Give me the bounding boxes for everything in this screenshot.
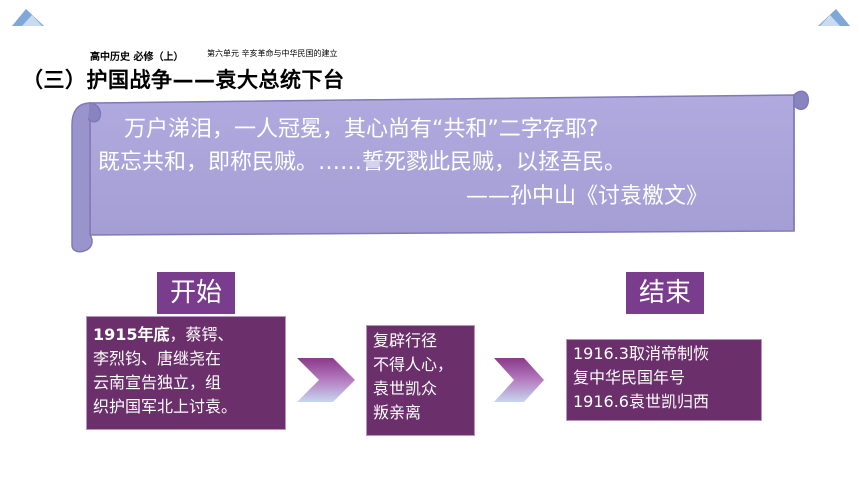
event-box-start: 1915年底，蔡锷、 李烈钧、唐继尧在 云南宣告独立，组 织护国军北上讨袁。: [86, 316, 286, 430]
quote-attribution: ——孙中山《讨袁檄文》: [466, 184, 709, 209]
event-box-end: 1916.3取消帝制恢 复中华民国年号 1916.6袁世凯归西: [566, 339, 762, 421]
event-middle-line-1: 复辟行径: [373, 331, 438, 350]
end-label: 结束: [626, 272, 704, 314]
event-start-line-4: 织护国军北上讨袁。: [93, 397, 238, 416]
quote-line-2: 既忘共和，即称民贼。……誓死戮此民贼，以拯吾民。: [98, 150, 627, 175]
event-end-line-2: 复中华民国年号: [573, 368, 686, 387]
scroll-banner: [71, 90, 810, 253]
event-middle-line-4: 叛亲离: [373, 403, 422, 422]
event-middle-line-3: 袁世凯众: [373, 379, 438, 398]
event-box-middle: 复辟行径 不得人心， 袁世凯众 叛亲离: [366, 325, 475, 436]
event-end-line-1: 1916.3取消帝制恢: [573, 344, 709, 363]
chevron-right-icon: [494, 358, 544, 402]
corner-triangle-icon: [12, 9, 44, 26]
event-middle-line-2: 不得人心，: [373, 355, 454, 374]
event-start-line-1: 1915年底，蔡锷、: [93, 323, 285, 347]
event-start-date: 1915年底: [93, 325, 170, 344]
corner-triangle-icon: [818, 9, 850, 26]
quote-line-1: 万户涕泪，一人冠冕，其心尚有“共和”二字存耶?: [124, 117, 599, 142]
event-end-line-3: 1916.6袁世凯归西: [573, 392, 709, 411]
event-start-line-2: 李烈钧、唐继尧在: [93, 349, 222, 368]
chevron-right-icon: [297, 358, 355, 402]
event-start-line-1-text: ，蔡锷、: [169, 325, 234, 344]
start-label: 开始: [157, 272, 235, 314]
course-header: 高中历史 必修（上）: [90, 52, 184, 63]
section-title: （三）护国战争——袁大总统下台: [22, 68, 345, 92]
unit-header: 第六单元 辛亥革命与中华民国的建立: [207, 49, 338, 58]
event-start-line-3: 云南宣告独立，组: [93, 373, 222, 392]
